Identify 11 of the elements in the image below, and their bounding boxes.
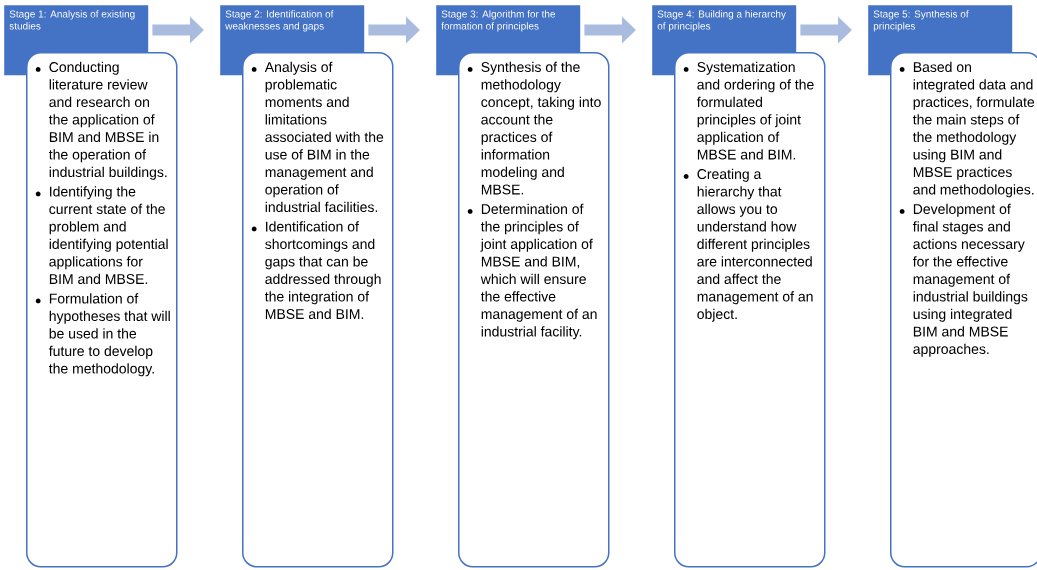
bullet-item: Creating a hierarchy that allows you to understand how different principles are interconnected and affect the management of an object. xyxy=(697,168,813,322)
bullet-item: Determination of the principles of joint application of MBSE and BIM, which will ensure the effective management of an industrial facility. xyxy=(480,203,597,340)
text-box xyxy=(26,52,178,568)
bullet-item: Development of final stages and actions necessary for the effective management of industrial buildings using integrated BIM and MBSE approaches. xyxy=(912,203,1028,357)
text-box xyxy=(890,52,1037,568)
text-box xyxy=(458,52,610,568)
text-box xyxy=(674,52,826,568)
bullet-item: Identification of shortcomings and gaps that can be addressed through the integration of MBSE and BIM. xyxy=(265,221,381,320)
bullet-item: Identifying the current state of the problem and identifying potential applications for BIM and MBSE. xyxy=(49,186,168,285)
bullet-item: Formulation of hypotheses that will be used in the future to develop the methodology. xyxy=(48,293,170,377)
text-box xyxy=(242,52,394,568)
